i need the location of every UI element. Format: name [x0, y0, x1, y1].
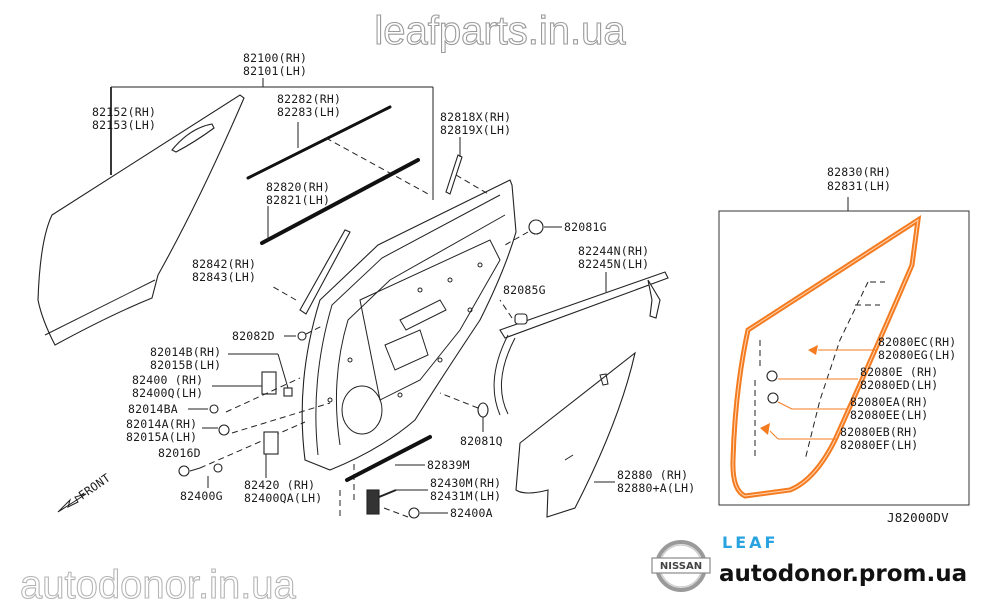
- label-clip-ec-rh: 82080EC(RH): [878, 335, 956, 349]
- label-check-link-rh: 82430M(RH): [430, 476, 501, 490]
- label-nut-82014ba: 82014BA: [128, 402, 178, 416]
- label-clip-e-rh: 82080E (RH): [860, 365, 938, 379]
- nut-82014ba: [188, 404, 219, 414]
- label-clip-82085g: 82085G: [503, 283, 546, 297]
- sash-tape: [445, 137, 491, 196]
- label-seal-82839m: 82839M: [427, 458, 470, 472]
- label-lower-hinge-lh: 82400QA(LH): [244, 491, 322, 505]
- front-sash: [269, 229, 351, 315]
- label-bolt-82016d: 82016D: [158, 446, 201, 460]
- outer-door-panel: [37, 94, 245, 346]
- door-assy-bracket: [110, 78, 434, 200]
- label-sash-tape-lh: 82819X(LH): [440, 123, 511, 137]
- upper-hinge: [212, 371, 301, 413]
- bolt-82014a: [202, 402, 331, 436]
- nissan-logo-text: NISSAN: [660, 561, 702, 572]
- label-bolt-b-lh: 82015B(LH): [150, 358, 221, 372]
- label-inner-molding-rh: 82820(RH): [266, 180, 330, 194]
- label-clip-82081g: 82081G: [564, 220, 607, 234]
- bolt-82016d: [178, 421, 306, 477]
- front-arrow-icon: [57, 493, 87, 513]
- label-outer-molding-rh: 82282(RH): [277, 92, 341, 106]
- label-bolt-b-rh: 82014B(RH): [150, 345, 221, 359]
- label-sash-tape-rh: 82818X(RH): [440, 110, 511, 124]
- label-plug-82081q: 82081Q: [460, 434, 503, 448]
- door-glass: [515, 351, 636, 518]
- seal-82839m: [345, 435, 432, 482]
- bolt-82014b: [228, 353, 293, 397]
- label-check-link-lh: 82431M(LH): [430, 489, 501, 503]
- clip-e: [766, 370, 858, 382]
- label-outer-molding-lh: 82283(LH): [277, 105, 341, 119]
- label-clip-eb-rh: 82080EB(RH): [840, 425, 918, 439]
- outer-molding: [246, 105, 431, 196]
- clip-82085g: [499, 299, 528, 325]
- clip-ea: [767, 392, 848, 410]
- weatherstrip-box: [718, 197, 970, 506]
- label-clip-ec-lh: 82080EG(LH): [878, 348, 956, 362]
- label-clip-ea-rh: 82080EA(RH): [850, 395, 928, 409]
- nut-82400g: [207, 463, 223, 488]
- watermark-top: leafparts.in.ua: [374, 9, 626, 53]
- label-rear-sash-lh: 82245N(LH): [578, 257, 649, 271]
- clip-82081g: [504, 219, 562, 246]
- inner-molding: [260, 158, 420, 245]
- front-indicator: FRONT: [76, 471, 113, 503]
- check-link: [366, 489, 428, 515]
- nissan-logo: NISSAN: [651, 540, 711, 592]
- label-outer-panel-rh: 82152(RH): [92, 105, 156, 119]
- leaf-brand: LEAF: [722, 533, 778, 552]
- site-url: autodonor.prom.ua: [719, 561, 967, 587]
- label-upper-hinge-rh: 82400 (RH): [132, 373, 203, 387]
- label-bolt-82400a: 82400A: [450, 506, 493, 520]
- label-clip-e-lh: 82080ED(LH): [860, 378, 938, 392]
- label-rear-sash-rh: 82244N(RH): [578, 244, 649, 258]
- label-front-sash-lh: 82843(LH): [192, 270, 256, 284]
- label-bolt-a-rh: 82014A(RH): [126, 417, 197, 431]
- weatherstrip: [730, 214, 922, 499]
- label-weatherstrip-rh: 82830(RH): [827, 165, 891, 179]
- label-weatherstrip-lh: 82831(LH): [827, 179, 891, 193]
- label-nut-82400g: 82400G: [180, 489, 223, 503]
- lower-hinge: [263, 431, 279, 478]
- label-lower-hinge-rh: 82420 (RH): [244, 478, 315, 492]
- door-inner-frame: [301, 179, 517, 520]
- label-bolt-a-lh: 82015A(LH): [126, 430, 197, 444]
- label-door-assy-lh: 82101(LH): [243, 64, 307, 78]
- clip-eb: [760, 423, 838, 440]
- label-clip-ea-lh: 82080EE(LH): [850, 408, 928, 422]
- label-clip-eb-lh: 82080EF(LH): [840, 438, 918, 452]
- label-door-assy-rh: 82100(RH): [243, 51, 307, 65]
- label-glass-rh: 82880 (RH): [617, 468, 688, 482]
- label-front-sash-rh: 82842(RH): [192, 257, 256, 271]
- label-bolt-82082d: 82082D: [232, 329, 275, 343]
- label-glass-lh: 82880+A(LH): [617, 481, 695, 495]
- diagram-code: J82000DV: [887, 510, 949, 525]
- label-outer-panel-lh: 82153(LH): [92, 118, 156, 132]
- watermark-bottom: autodonor.in.ua: [20, 563, 297, 607]
- plug-82081q: [439, 392, 489, 432]
- clip-ec: [808, 345, 876, 355]
- label-upper-hinge-lh: 82400Q(LH): [132, 386, 203, 400]
- bolt-82082d: [284, 325, 323, 341]
- rear-sash: [493, 271, 669, 416]
- label-inner-molding-lh: 82821(LH): [266, 193, 330, 207]
- bolt-82400a: [383, 507, 448, 519]
